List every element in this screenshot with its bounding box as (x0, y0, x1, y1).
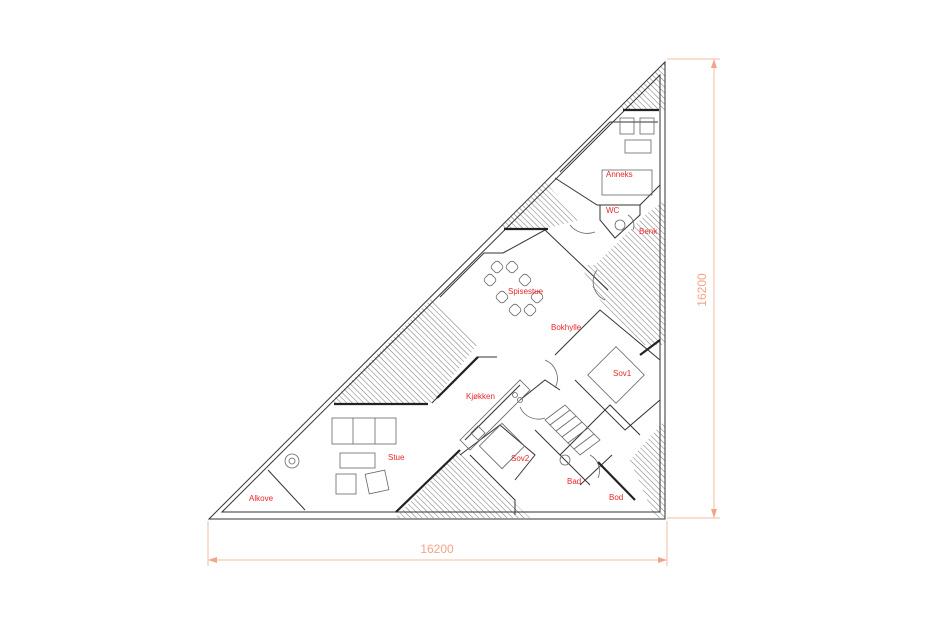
living-furniture (284, 417, 397, 495)
terraces (330, 62, 665, 518)
dimension-horizontal: 16200 (207, 521, 668, 566)
room-label-spisestue: Spisestue (508, 287, 544, 296)
room-label-anneks: Anneks (606, 170, 633, 179)
terrace-left (330, 298, 477, 403)
doors (519, 214, 635, 479)
terrace-upper-left (500, 182, 580, 230)
dining-table-set (483, 260, 544, 317)
room-label-stue: Stue (388, 453, 405, 462)
kitchen-counter (459, 379, 531, 451)
beds (478, 117, 655, 470)
terrace-bottom-right (630, 420, 665, 518)
interior-walls (267, 108, 661, 515)
room-label-sov2: Sov2 (511, 454, 530, 463)
terrace-mid-right (580, 200, 665, 345)
room-label-kjokken: Kjøkken (466, 392, 495, 401)
room-label-bokhylle: Bokhylle (551, 323, 582, 332)
dimension-label-vertical: 16200 (695, 273, 709, 307)
dimension-label-horizontal: 16200 (420, 542, 454, 556)
room-label-alkove: Alkove (249, 494, 274, 503)
outer-walls (207, 60, 666, 520)
terrace-top (620, 62, 665, 110)
room-labels: Anneks WC Benk Spisestue Bokhylle Sov1 K… (249, 170, 658, 503)
staircase (544, 404, 601, 456)
room-label-benk: Benk (639, 227, 658, 236)
dimension-vertical: 16200 (667, 58, 720, 519)
room-label-bad: Bad (567, 477, 581, 486)
terrace-bottom-center (395, 450, 530, 518)
room-label-sov1: Sov1 (613, 369, 632, 378)
room-label-wc: WC (606, 206, 620, 215)
room-label-bod: Bod (609, 493, 623, 502)
